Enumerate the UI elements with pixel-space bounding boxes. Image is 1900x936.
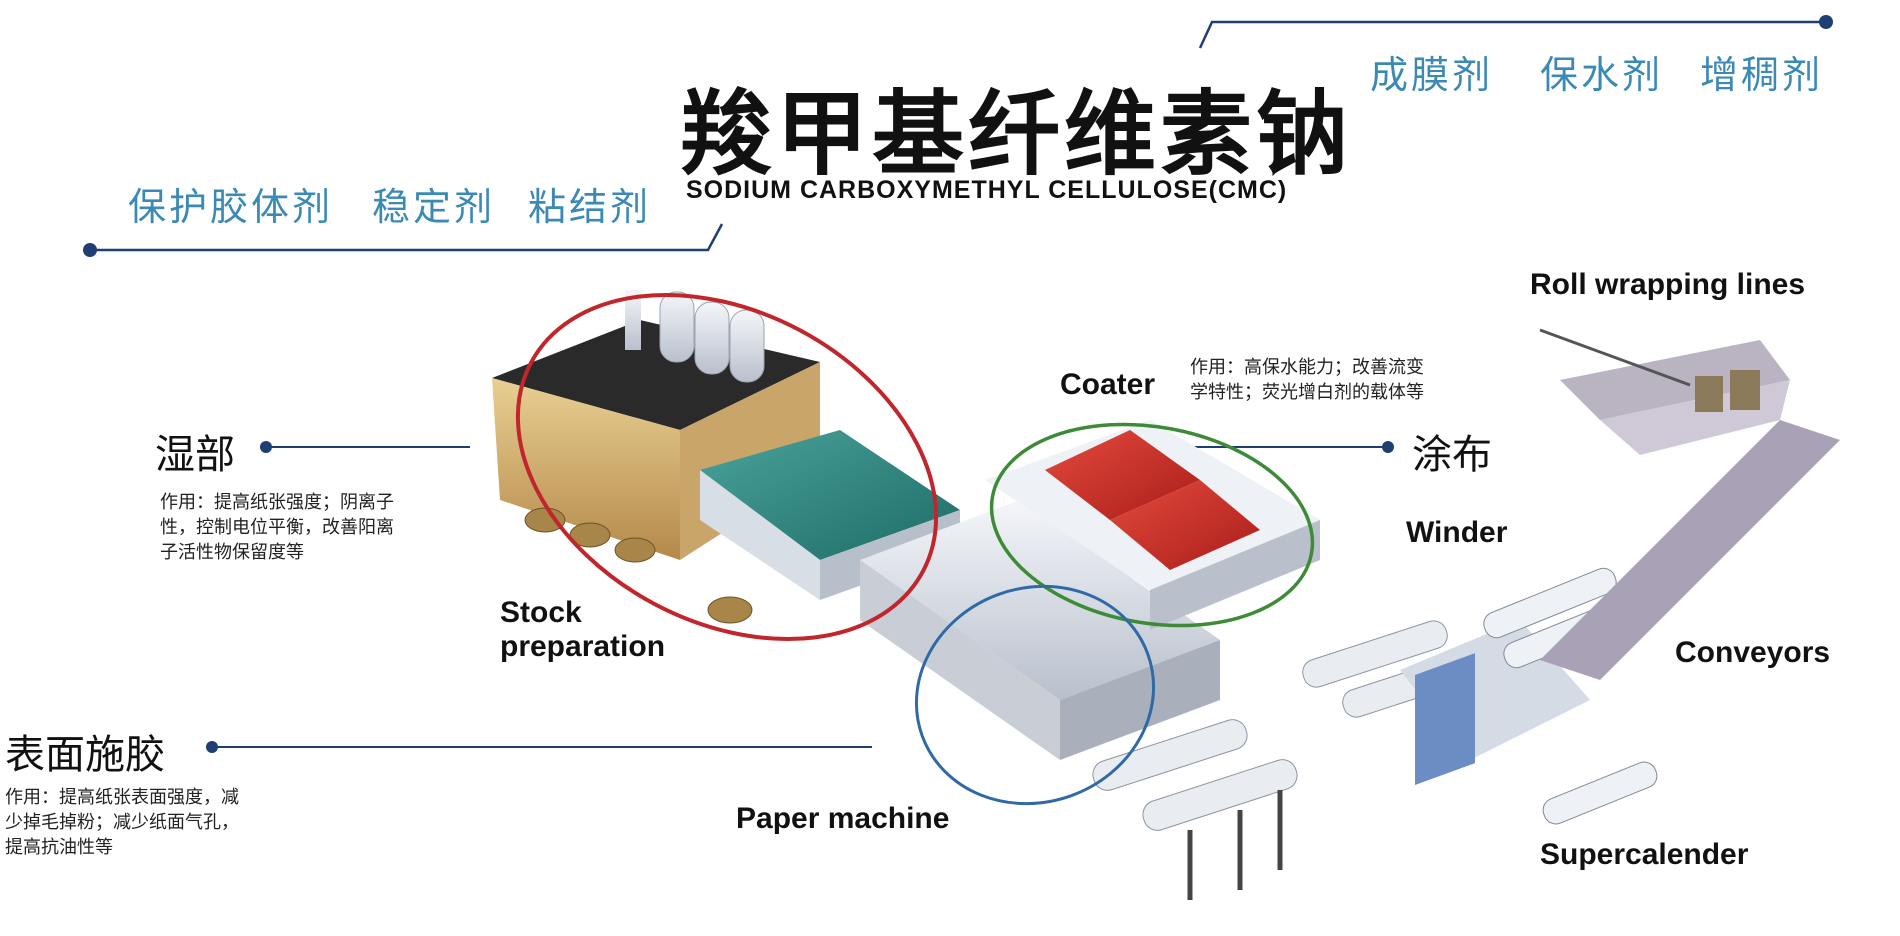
paper-machine-body (860, 500, 1298, 900)
station-roll-wrapping-lines: Roll wrapping lines (1530, 268, 1806, 301)
tagline-thickener: 增稠剂 (1700, 53, 1824, 97)
surface-sizing-label: 表面施胶 (5, 732, 165, 778)
tagline-binder: 粘结剂 (528, 185, 652, 229)
station-supercalender: Supercalender (1540, 838, 1749, 871)
coating-description: 作用：高保水能力；改善流变 学特性；荧光增白剂的载体等 (1190, 355, 1520, 405)
station-stock-preparation: Stock preparation (500, 596, 665, 664)
main-title-english: SODIUM CARBOXYMETHYL CELLULOSE(CMC) (686, 176, 1288, 204)
coating-desc-line: 作用：高保水能力；改善流变 (1190, 357, 1424, 378)
wet-end-desc-line: 子活性物保留度等 (160, 542, 304, 563)
paper-machine-highlight-ring (914, 584, 1156, 806)
top-right-leader-line (1198, 15, 1833, 49)
winder-supercalender (1400, 567, 1658, 825)
wet-end-highlight-ring (515, 292, 939, 642)
wet-end-label: 湿部 (155, 432, 235, 478)
wet-end-description: 作用：提高纸张强度；阴离子 性，控制电位平衡，改善阳离 子活性物保留度等 (160, 490, 490, 565)
station-stock-preparation-line: Stock (500, 596, 582, 629)
wet-end-desc-line: 作用：提高纸张强度；阴离子 (160, 492, 394, 513)
surface-sizing-desc-line: 提高抗油性等 (5, 837, 113, 858)
coating-label: 涂布 (1412, 432, 1492, 478)
wet-end-desc-line: 性，控制电位平衡，改善阳离 (160, 517, 394, 538)
surface-sizing-pointer-line (206, 741, 872, 753)
station-stock-preparation-line: preparation (500, 630, 666, 663)
surface-sizing-desc-line: 作用：提高纸张表面强度，减 (5, 787, 239, 808)
coater-highlight-ring (989, 422, 1315, 628)
coater-machine (985, 420, 1488, 718)
station-conveyors: Conveyors (1675, 636, 1831, 669)
tagline-water-retention: 保水剂 (1540, 53, 1664, 97)
conveyors-and-wrapping (1539, 328, 1840, 680)
tagline-stabilizer: 稳定剂 (372, 185, 496, 229)
station-paper-machine: Paper machine (736, 802, 950, 835)
surface-sizing-desc-line: 少掉毛掉粉；减少纸面气孔， (5, 812, 239, 833)
tagline-protective-colloid: 保护胶体剂 (128, 185, 334, 229)
surface-sizing-description: 作用：提高纸张表面强度，减 少掉毛掉粉；减少纸面气孔， 提高抗油性等 (5, 785, 335, 860)
station-coater: Coater (1060, 368, 1156, 401)
station-winder: Winder (1406, 516, 1508, 549)
main-title-chinese: 羧甲基纤维素钠 (680, 81, 1353, 188)
wet-end-pointer-line (260, 441, 470, 453)
left-leader-line (83, 223, 724, 257)
coating-pointer-line (1190, 441, 1394, 453)
tagline-film-forming: 成膜剂 (1370, 53, 1494, 97)
coating-desc-line: 学特性；荧光增白剂的载体等 (1190, 382, 1424, 403)
